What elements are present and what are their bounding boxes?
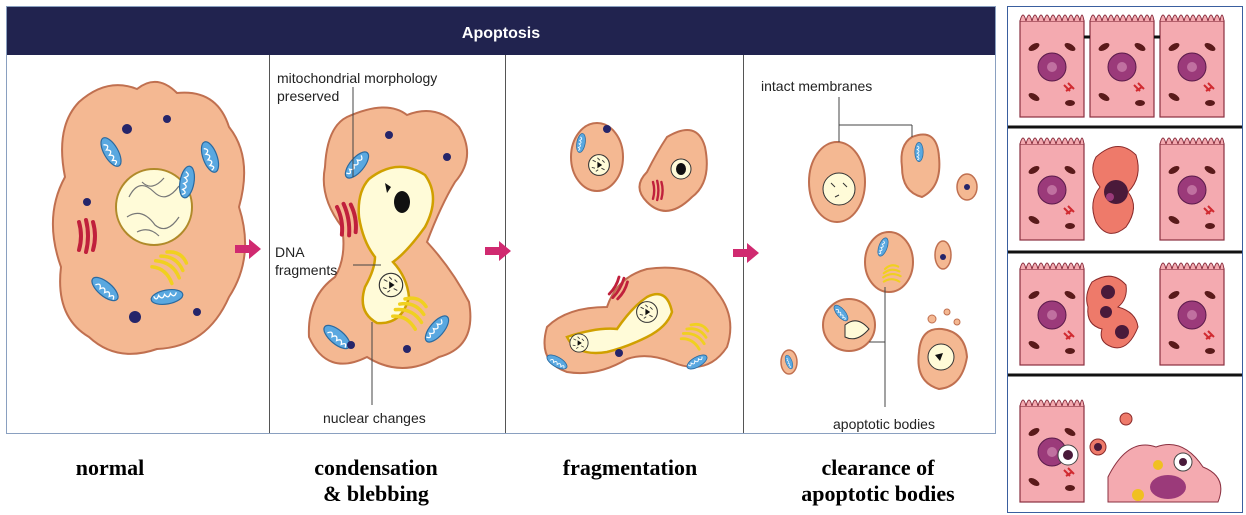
fragmenting-cell <box>545 123 731 373</box>
annotation-nuclear-changes: nuclear changes <box>323 409 426 427</box>
tissue-row-3 <box>1020 263 1224 365</box>
right-arrow-icon <box>485 241 511 261</box>
stage-label-normal: normal <box>40 455 180 481</box>
normal-cell <box>53 82 245 354</box>
apoptotic-bodies <box>781 97 977 407</box>
stage-label-clearance: clearance of apoptotic bodies <box>768 455 988 507</box>
right-arrow-icon <box>733 243 759 263</box>
annotation-intact-membranes: intact membranes <box>761 77 872 95</box>
annotation-apoptotic-bodies: apoptotic bodies <box>833 415 935 433</box>
annotation-mitochondrial: mitochondrial morphology preserved <box>277 69 437 105</box>
annotation-dna-fragments: DNA fragments <box>275 243 337 279</box>
stage-label-condensation: condensation & blebbing <box>276 455 476 507</box>
diagram-drawing <box>7 7 995 433</box>
epithelium-diagram <box>1007 6 1243 513</box>
tissue-row-1 <box>1020 15 1224 117</box>
epithelium-drawing <box>1008 7 1242 512</box>
apoptosis-diagram: Apoptosis <box>6 6 996 434</box>
tissue-row-2 <box>1020 138 1224 240</box>
stage-label-fragmentation: fragmentation <box>530 455 730 481</box>
tissue-row-4 <box>1020 400 1221 502</box>
